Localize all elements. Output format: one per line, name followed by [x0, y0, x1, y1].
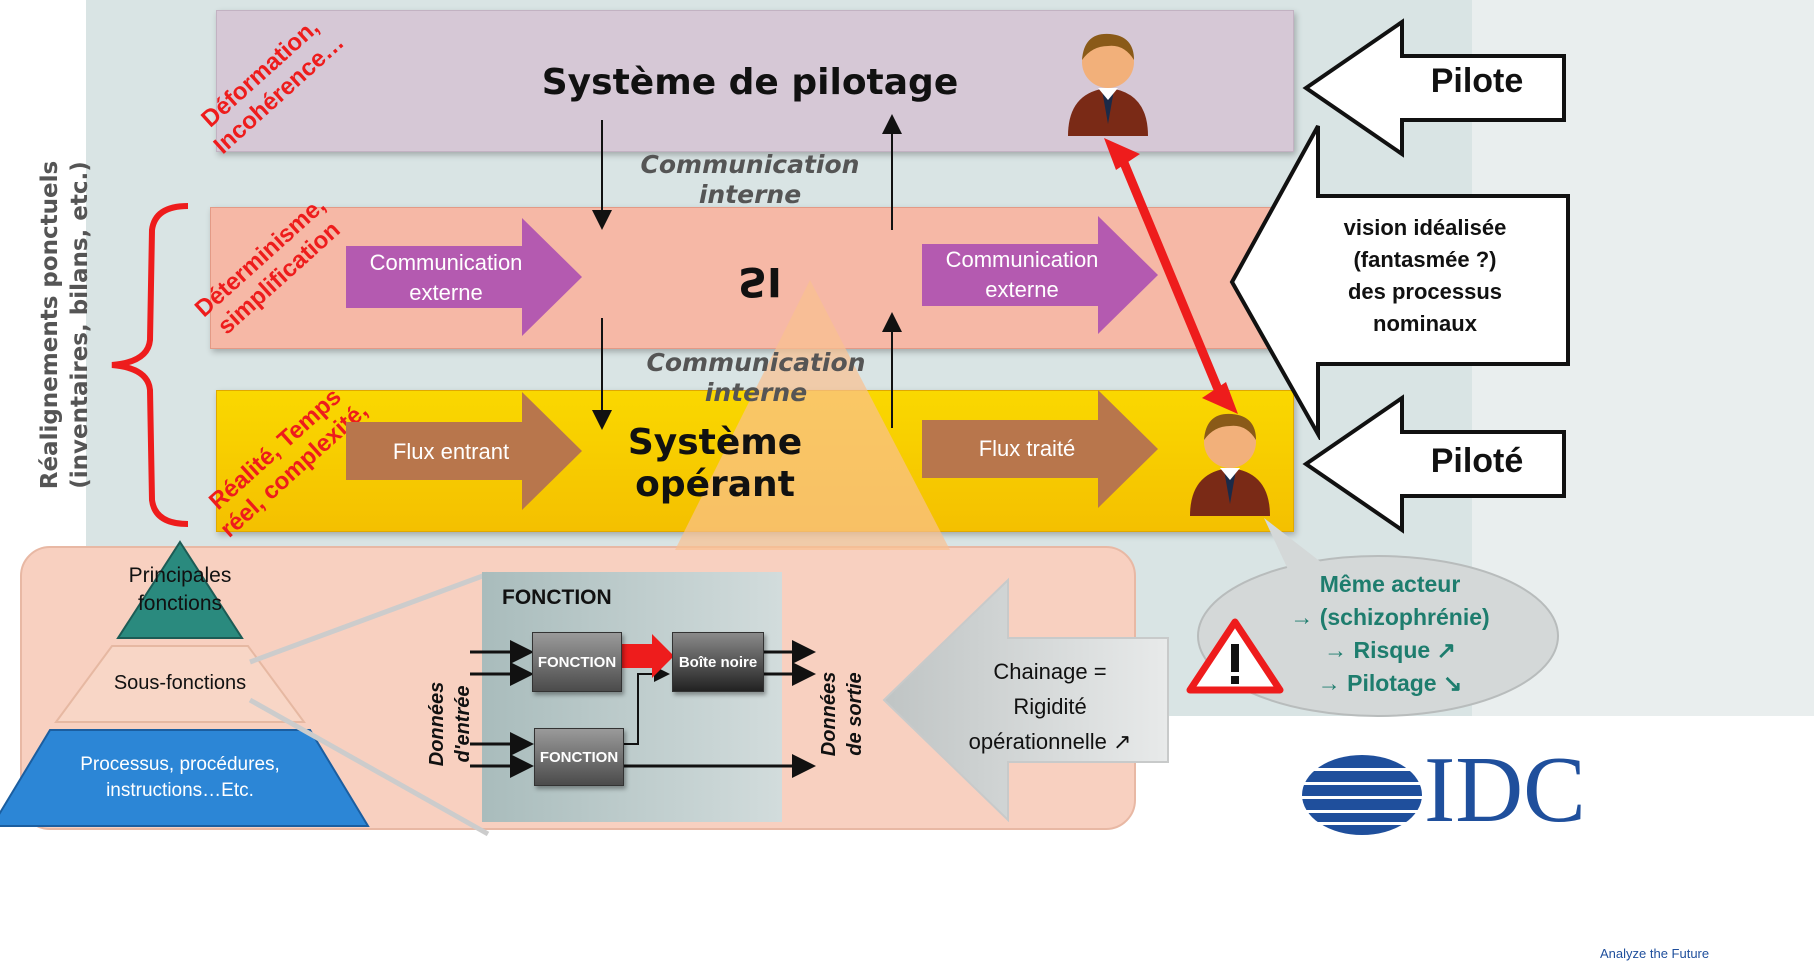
comm-ext-left-line2: externe	[409, 280, 483, 305]
speech-line2: → (schizophrénie)	[1290, 604, 1490, 630]
side-title-line1: Réalignements ponctuels	[37, 160, 63, 490]
communication-interne-bottom-line1: Communication	[646, 348, 866, 377]
idc-tagline: Analyze the Future	[1600, 946, 1710, 961]
function-box-title: FONCTION	[502, 586, 612, 609]
idc-logo-text: IDC	[1424, 738, 1586, 842]
comm-ext-right-arrow-shape	[922, 216, 1158, 334]
chainage-line3: opérationnelle ↗	[968, 729, 1132, 754]
pilote-person-icon	[1068, 33, 1148, 136]
pilote-arrow-shape	[1302, 18, 1566, 158]
output-data-line1: Données	[818, 671, 840, 757]
speech-bubble-text: Même acteur → (schizophrénie) → Risque ↗…	[1270, 568, 1510, 700]
communication-interne-bottom-line2: interne	[704, 378, 808, 407]
communication-interne-bottom: Communication interne	[626, 348, 886, 408]
vision-arrow-shape	[1229, 125, 1570, 440]
pilotage-title: Système de pilotage	[541, 62, 959, 103]
input-data-label: Données d'entrée	[424, 644, 484, 804]
comm-ext-left-label: Communication externe	[346, 248, 546, 308]
speech-bubble-shape	[1197, 518, 1559, 717]
function-pyramid-shape	[0, 540, 370, 827]
chainage-line1: Chainage =	[993, 659, 1107, 684]
pyramid-top-text: Principales fonctions	[100, 562, 260, 618]
speech-line4: → Pilotage ↘	[1317, 670, 1463, 696]
function-box	[482, 572, 782, 822]
input-data-line1: Données	[426, 681, 448, 767]
input-data-line2: d'entrée	[452, 685, 474, 763]
function-flow-lines	[470, 634, 816, 778]
flux-entrant-arrow-shape	[346, 392, 582, 510]
operant-title-line2: opérant	[635, 464, 795, 505]
flux-entrant-label: Flux entrant	[392, 439, 510, 464]
vision-line3: des processus	[1347, 279, 1503, 304]
flux-traite-arrow-shape	[922, 390, 1158, 508]
pyramid-top-line2: fonctions	[137, 592, 223, 615]
communication-interne-top-line1: Communication	[640, 150, 860, 179]
output-data-label: Données de sortie	[816, 634, 876, 794]
pilote-label: Pilote	[1430, 62, 1524, 100]
speech-line3: → Risque ↗	[1324, 637, 1456, 663]
side-title-line2: (inventaires, bilans, etc.)	[67, 161, 93, 489]
comm-ext-right-label: Communication externe	[922, 245, 1122, 305]
idc-globe-icon	[1300, 755, 1424, 835]
pyramid-bottom-text: Processus, procédures, instructions…Etc.	[60, 752, 300, 804]
communication-interne-top-line2: interne	[698, 180, 802, 209]
vision-line1: vision idéalisée	[1343, 215, 1507, 240]
comm-ext-right-line1: Communication	[945, 247, 1099, 272]
pyramid-bottom-line1: Processus, procédures,	[80, 754, 280, 775]
flux-traite-label: Flux traité	[978, 436, 1076, 461]
vision-text: vision idéalisée (fantasmée ?) des proce…	[1320, 212, 1530, 340]
same-actor-double-arrow-icon	[1104, 138, 1238, 414]
brace-icon	[111, 203, 189, 527]
pilote-lower-label: Piloté	[1430, 442, 1524, 480]
output-data-line2: de sortie	[844, 672, 866, 756]
black-box-block: Boîte noire	[672, 632, 764, 692]
vision-line2: (fantasmée ?)	[1353, 247, 1497, 272]
zoom-connector-lines	[248, 571, 490, 837]
communication-interne-top: Communication interne	[620, 150, 880, 210]
vision-line4: nominaux	[1373, 311, 1477, 336]
warning-icon	[1186, 618, 1284, 694]
chainage-text: Chainage = Rigidité opérationnelle ↗	[950, 654, 1150, 759]
pyramid-bottom-line2: instructions…Etc.	[106, 780, 254, 801]
comm-ext-right-line2: externe	[985, 277, 1059, 302]
speech-line1: Même acteur	[1319, 571, 1461, 597]
pilote-person-lower-icon	[1190, 413, 1270, 516]
comm-ext-left-line1: Communication	[369, 250, 523, 275]
si-triangle-shape	[675, 280, 950, 550]
chainage-arrow-shape	[882, 577, 1169, 822]
pilote-lower-arrow-shape	[1302, 394, 1566, 534]
pyramid-middle-text: Sous-fonctions	[113, 672, 247, 694]
comm-ext-left-arrow-shape	[346, 218, 582, 336]
function-block-1: FONCTION	[532, 632, 622, 692]
chainage-line2: Rigidité	[1013, 694, 1087, 719]
operant-title: Système opérant	[620, 422, 810, 506]
function-block-2: FONCTION	[534, 728, 624, 786]
side-title: Réalignements ponctuels (inventaires, bi…	[35, 115, 105, 535]
internal-communication-arrows	[592, 114, 902, 430]
pyramid-top-line1: Principales	[128, 564, 232, 587]
operant-title-line1: Système	[627, 422, 803, 463]
